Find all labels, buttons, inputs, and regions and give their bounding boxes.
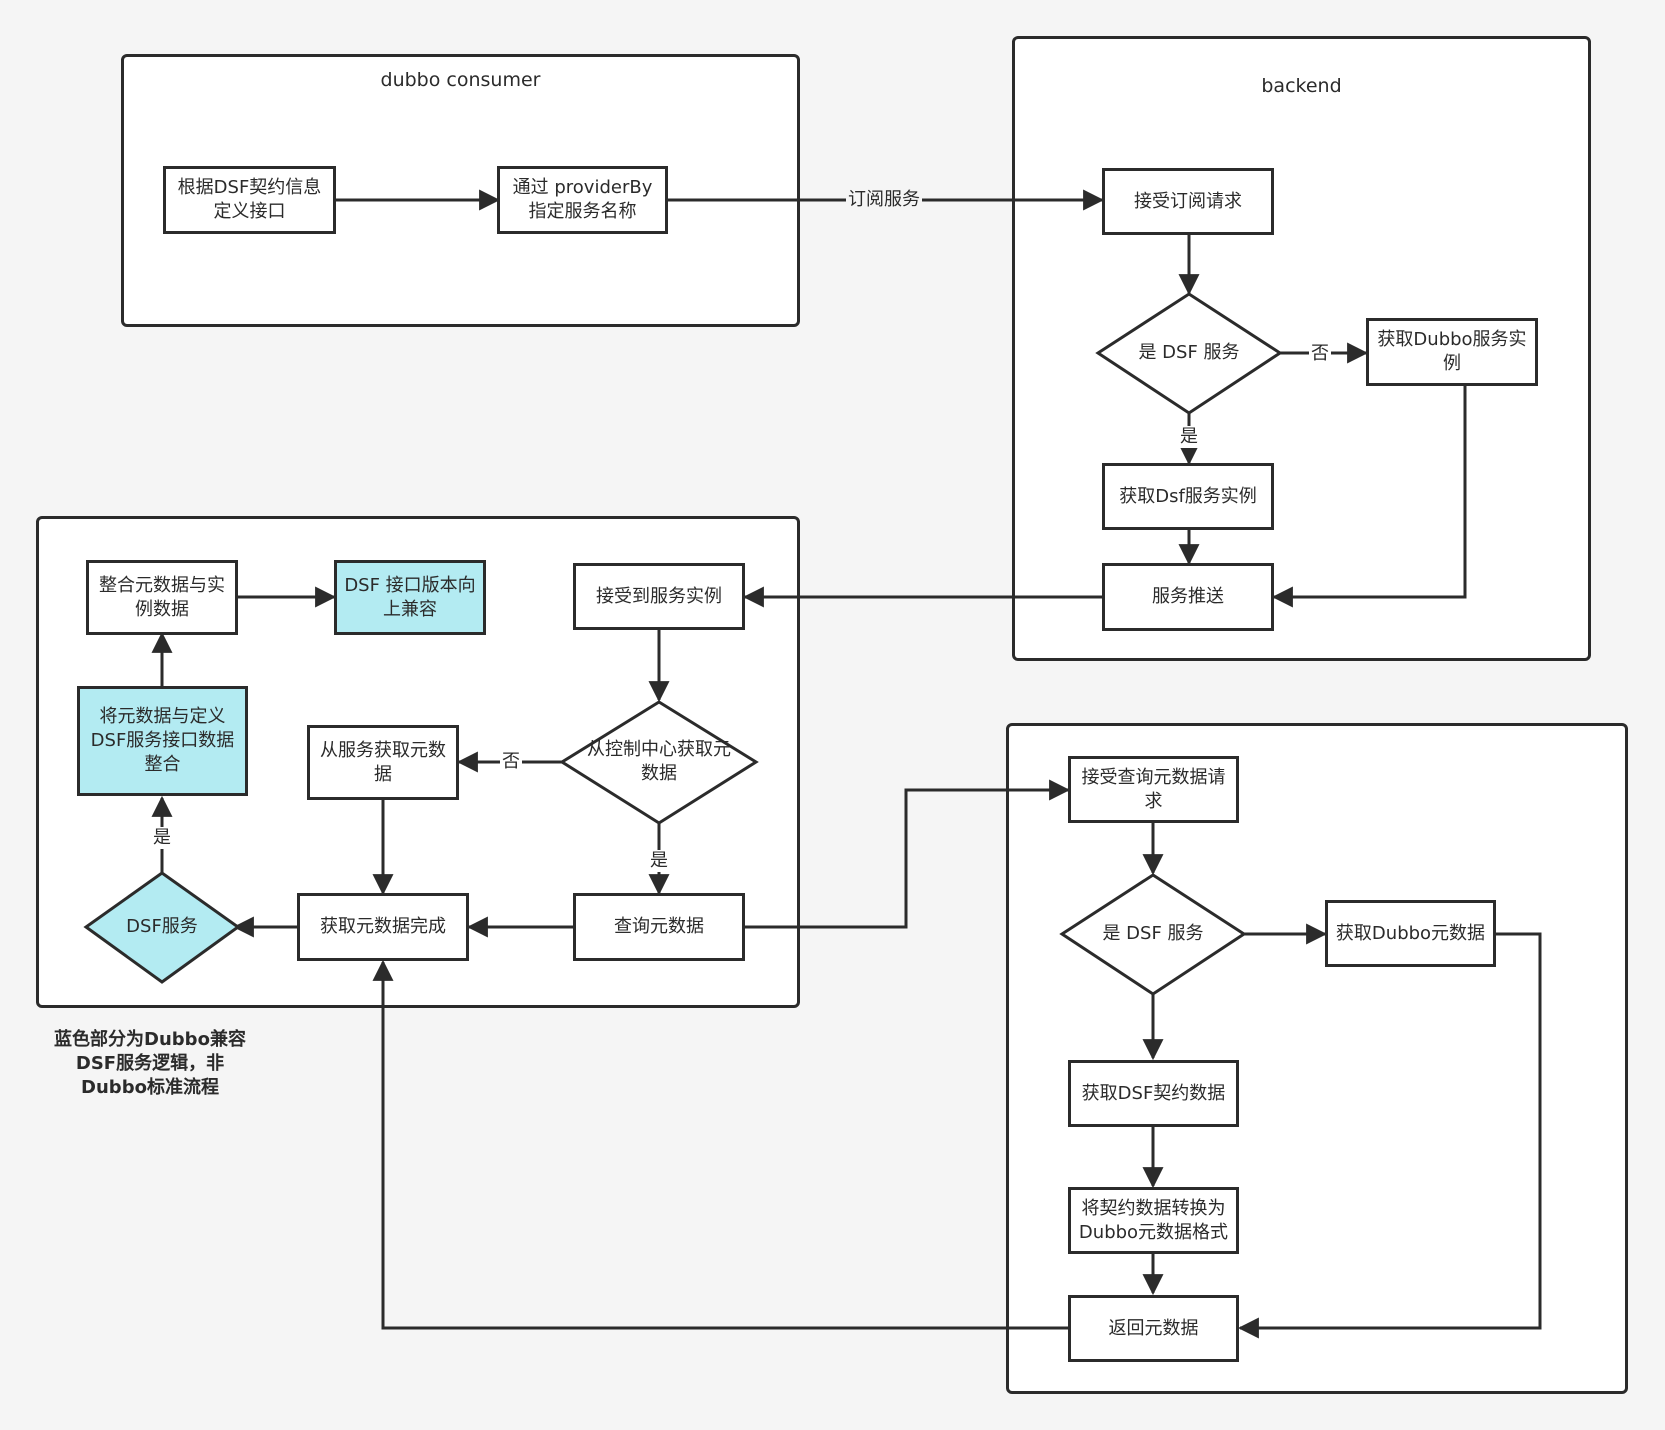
node-convert-contract: 将契约数据转换为Dubbo元数据格式	[1068, 1187, 1239, 1254]
edge-label-yes-1: 是	[1178, 426, 1200, 448]
edge-return-to-done	[372, 959, 1068, 1330]
node-get-dsf-contract: 获取DSF契约数据	[1068, 1060, 1239, 1127]
decision-label-is-dsf-2: 是 DSF 服务	[1102, 923, 1204, 944]
node-get-dubbo-instance: 获取Dubbo服务实例	[1366, 318, 1538, 386]
edge-dubbo-instance-to-push	[1271, 386, 1467, 608]
decision-label-dsf-service: DSF服务	[126, 916, 198, 937]
decision-is-dsf-1	[1095, 292, 1283, 415]
node-accept-subscribe: 接受订阅请求	[1102, 168, 1274, 235]
group-title-backend: backend	[1261, 75, 1342, 97]
node-receive-instance: 接受到服务实例	[573, 563, 745, 630]
decision-dsf-service	[83, 871, 241, 984]
group-title-consumer: dubbo consumer	[380, 69, 541, 91]
node-meta-done: 获取元数据完成	[297, 893, 469, 961]
node-get-dubbo-meta: 获取Dubbo元数据	[1325, 900, 1496, 967]
node-query-meta: 查询元数据	[573, 893, 745, 961]
node-merge-meta-instance: 整合元数据与实例数据	[86, 560, 238, 635]
edge-label-yes-2: 是	[648, 850, 670, 872]
node-provider-by: 通过 providerBy 指定服务名称	[497, 166, 668, 234]
edge-dubbo-meta-to-return	[1237, 932, 1542, 1339]
edge-label-yes-3: 是	[151, 827, 173, 849]
decision-label-is-dsf-1: 是 DSF 服务	[1138, 342, 1240, 363]
legend-note: 蓝色部分为Dubbo兼容DSF服务逻辑，非Dubbo标准流程	[54, 1029, 246, 1098]
decision-label-from-center: 从控制中心获取元数据	[587, 739, 731, 784]
node-return-meta: 返回元数据	[1068, 1295, 1239, 1362]
node-merge-meta-define: 将元数据与定义DSF服务接口数据整合	[77, 686, 248, 796]
edge-label-no-1: 否	[1309, 343, 1331, 365]
node-define-interface: 根据DSF契约信息定义接口	[163, 166, 336, 234]
edge-label-no-2: 否	[500, 751, 522, 773]
node-accept-query: 接受查询元数据请求	[1068, 756, 1239, 823]
decision-from-center	[559, 700, 759, 825]
node-get-meta-from-service: 从服务获取元数据	[307, 725, 459, 800]
edge-label-subscribe: 订阅服务	[846, 189, 922, 211]
node-dsf-compat: DSF 接口版本向上兼容	[334, 560, 486, 635]
node-service-push: 服务推送	[1102, 563, 1274, 631]
edge-query-to-accept-query	[744, 779, 1071, 929]
group-metadata-backend	[1006, 723, 1628, 1394]
node-get-dsf-instance: 获取Dsf服务实例	[1102, 463, 1274, 530]
decision-is-dsf-2	[1059, 873, 1247, 996]
